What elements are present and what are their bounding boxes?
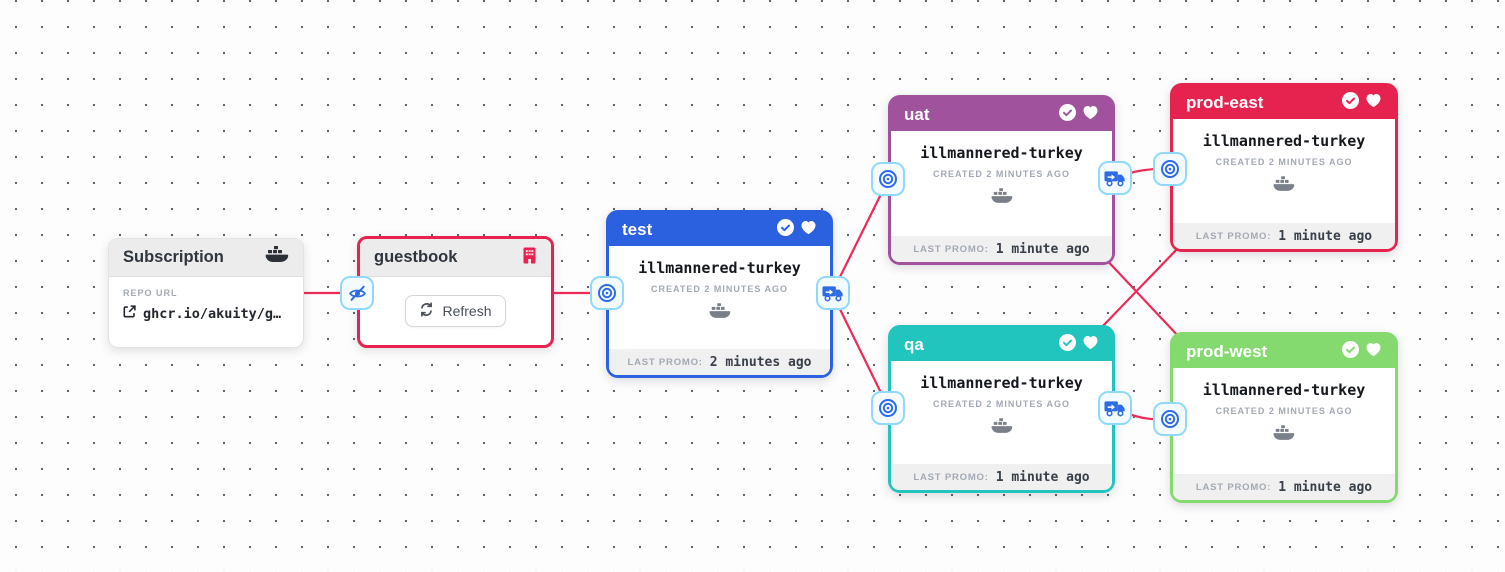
repo-url-value: ghcr.io/akuity/g… (143, 305, 282, 322)
verified-check-circle-icon (1059, 333, 1076, 356)
docker-whale-icon (1273, 425, 1295, 447)
freight-created-label: CREATED 2 MINUTES AGO (932, 399, 1070, 409)
subscription-node[interactable]: Subscription REPO URL (108, 238, 304, 348)
health-heart-icon (1082, 335, 1099, 355)
freight-chip-prod-west[interactable] (1153, 402, 1187, 436)
stage-header-test: test (609, 213, 830, 246)
freight-name: illmannered-turkey (638, 259, 801, 277)
subscription-body: REPO URL ghcr.io/akuity/g… (109, 277, 303, 322)
edge-qa-prod-east (1098, 244, 1182, 331)
last-promo-label: LAST PROMO: (627, 356, 703, 368)
verified-check-circle-icon (1059, 103, 1076, 126)
freight-name: illmannered-turkey (1202, 381, 1366, 399)
stage-header-uat: uat (891, 98, 1112, 131)
freight-created-label: CREATED 2 MINUTES AGO (1215, 406, 1353, 416)
health-heart-icon (1365, 93, 1382, 113)
stage-node-prod-east[interactable]: prod-east illmannered-turkey CREATED 2 M… (1170, 83, 1398, 252)
stage-body: illmannered-turkey CREATED 2 MINUTES AGO (609, 246, 830, 325)
truck-icon (1104, 400, 1126, 417)
refresh-button[interactable]: Refresh (405, 295, 506, 327)
verified-check-circle-icon (1342, 340, 1359, 363)
promote-chip-uat[interactable] (1098, 161, 1132, 195)
docker-whale-icon (709, 303, 731, 325)
warehouse-node-guestbook[interactable]: guestbook (357, 236, 554, 348)
warehouse-title: guestbook (374, 248, 458, 266)
docker-whale-icon (991, 418, 1013, 440)
docker-whale-icon (1273, 176, 1295, 198)
last-promo-value: 1 minute ago (1278, 228, 1373, 244)
last-promo-value: 2 minutes ago (709, 354, 812, 370)
promote-chip-test[interactable] (816, 276, 850, 310)
last-promo-label: LAST PROMO: (913, 471, 989, 483)
freight-created-label: CREATED 2 MINUTES AGO (650, 284, 788, 294)
freight-created-label: CREATED 2 MINUTES AGO (1215, 157, 1353, 167)
eye-invisible-icon (348, 284, 367, 303)
edge-test-qa (831, 293, 890, 409)
last-promo-value: 1 minute ago (1278, 479, 1373, 495)
stage-node-uat[interactable]: uat illmannered-turkey CREATED 2 MINUTES… (888, 95, 1115, 265)
truck-icon (1104, 170, 1126, 187)
repo-url-label: REPO URL (123, 288, 178, 298)
last-promo-label: LAST PROMO: (913, 243, 989, 255)
freight-chip-qa[interactable] (871, 391, 905, 425)
stage-footer: LAST PROMO: 2 minutes ago (609, 349, 830, 375)
stage-name: test (622, 219, 653, 239)
stage-body: illmannered-turkey CREATED 2 MINUTES AGO (891, 131, 1112, 210)
stage-header-qa: qa (891, 328, 1112, 361)
stage-header-prod-east: prod-east (1173, 86, 1395, 119)
last-promo-label: LAST PROMO: (1195, 481, 1272, 493)
last-promo-value: 1 minute ago (995, 241, 1090, 257)
last-promo-label: LAST PROMO: (1195, 230, 1272, 242)
stage-footer: LAST PROMO: 1 minute ago (1173, 223, 1395, 249)
stage-body: illmannered-turkey CREATED 2 MINUTES AGO (1173, 368, 1395, 447)
stage-name: prod-west (1186, 341, 1268, 361)
refresh-button-label: Refresh (442, 303, 492, 319)
freight-name: illmannered-turkey (1202, 132, 1366, 150)
health-heart-icon (800, 220, 817, 240)
stage-name: qa (904, 334, 924, 354)
edge-test-uat (831, 178, 890, 293)
freight-name: illmannered-turkey (920, 144, 1083, 162)
last-promo-value: 1 minute ago (995, 469, 1090, 485)
freight-name: illmannered-turkey (920, 374, 1083, 392)
external-link-icon (123, 305, 136, 322)
health-heart-icon (1365, 342, 1382, 362)
stage-body: illmannered-turkey CREATED 2 MINUTES AGO (891, 361, 1112, 440)
repo-url-link[interactable]: ghcr.io/akuity/g… (123, 305, 289, 322)
stage-node-qa[interactable]: qa illmannered-turkey CREATED 2 MINUTES … (888, 325, 1115, 493)
health-heart-icon (1082, 105, 1099, 125)
refresh-icon (419, 302, 434, 320)
target-icon (878, 398, 898, 418)
freight-created-label: CREATED 2 MINUTES AGO (932, 169, 1070, 179)
docker-whale-icon (991, 188, 1013, 210)
verified-check-circle-icon (1342, 91, 1359, 114)
stage-node-test[interactable]: test illmannered-turkey CREATED 2 MINUTE… (606, 210, 833, 378)
freight-chip-uat[interactable] (871, 162, 905, 196)
subscription-title: Subscription (123, 248, 224, 266)
stage-footer: LAST PROMO: 1 minute ago (891, 236, 1112, 262)
stage-name: prod-east (1186, 92, 1264, 112)
freight-chip-prod-east[interactable] (1153, 152, 1187, 186)
stage-node-prod-west[interactable]: prod-west illmannered-turkey CREATED 2 M… (1170, 332, 1398, 503)
freight-chip-test[interactable] (590, 276, 624, 310)
stage-header-prod-west: prod-west (1173, 335, 1395, 368)
truck-icon (822, 285, 844, 302)
stage-footer: LAST PROMO: 1 minute ago (891, 464, 1112, 490)
stage-name: uat (904, 104, 930, 124)
stage-footer: LAST PROMO: 1 minute ago (1173, 474, 1395, 500)
warehouse-header: guestbook (360, 239, 551, 277)
target-icon (1160, 159, 1180, 179)
warehouse-building-icon (522, 247, 537, 269)
target-icon (1160, 409, 1180, 429)
subscription-header: Subscription (109, 239, 303, 277)
edge-uat-prod-west (1100, 253, 1182, 340)
target-icon (597, 283, 617, 303)
subscription-hidden-eye-chip[interactable] (340, 276, 374, 310)
warehouse-body: Refresh (360, 277, 551, 345)
promote-chip-qa[interactable] (1098, 391, 1132, 425)
stage-body: illmannered-turkey CREATED 2 MINUTES AGO (1173, 119, 1395, 198)
docker-whale-icon (265, 246, 289, 269)
verified-check-circle-icon (777, 218, 794, 241)
target-icon (878, 169, 898, 189)
